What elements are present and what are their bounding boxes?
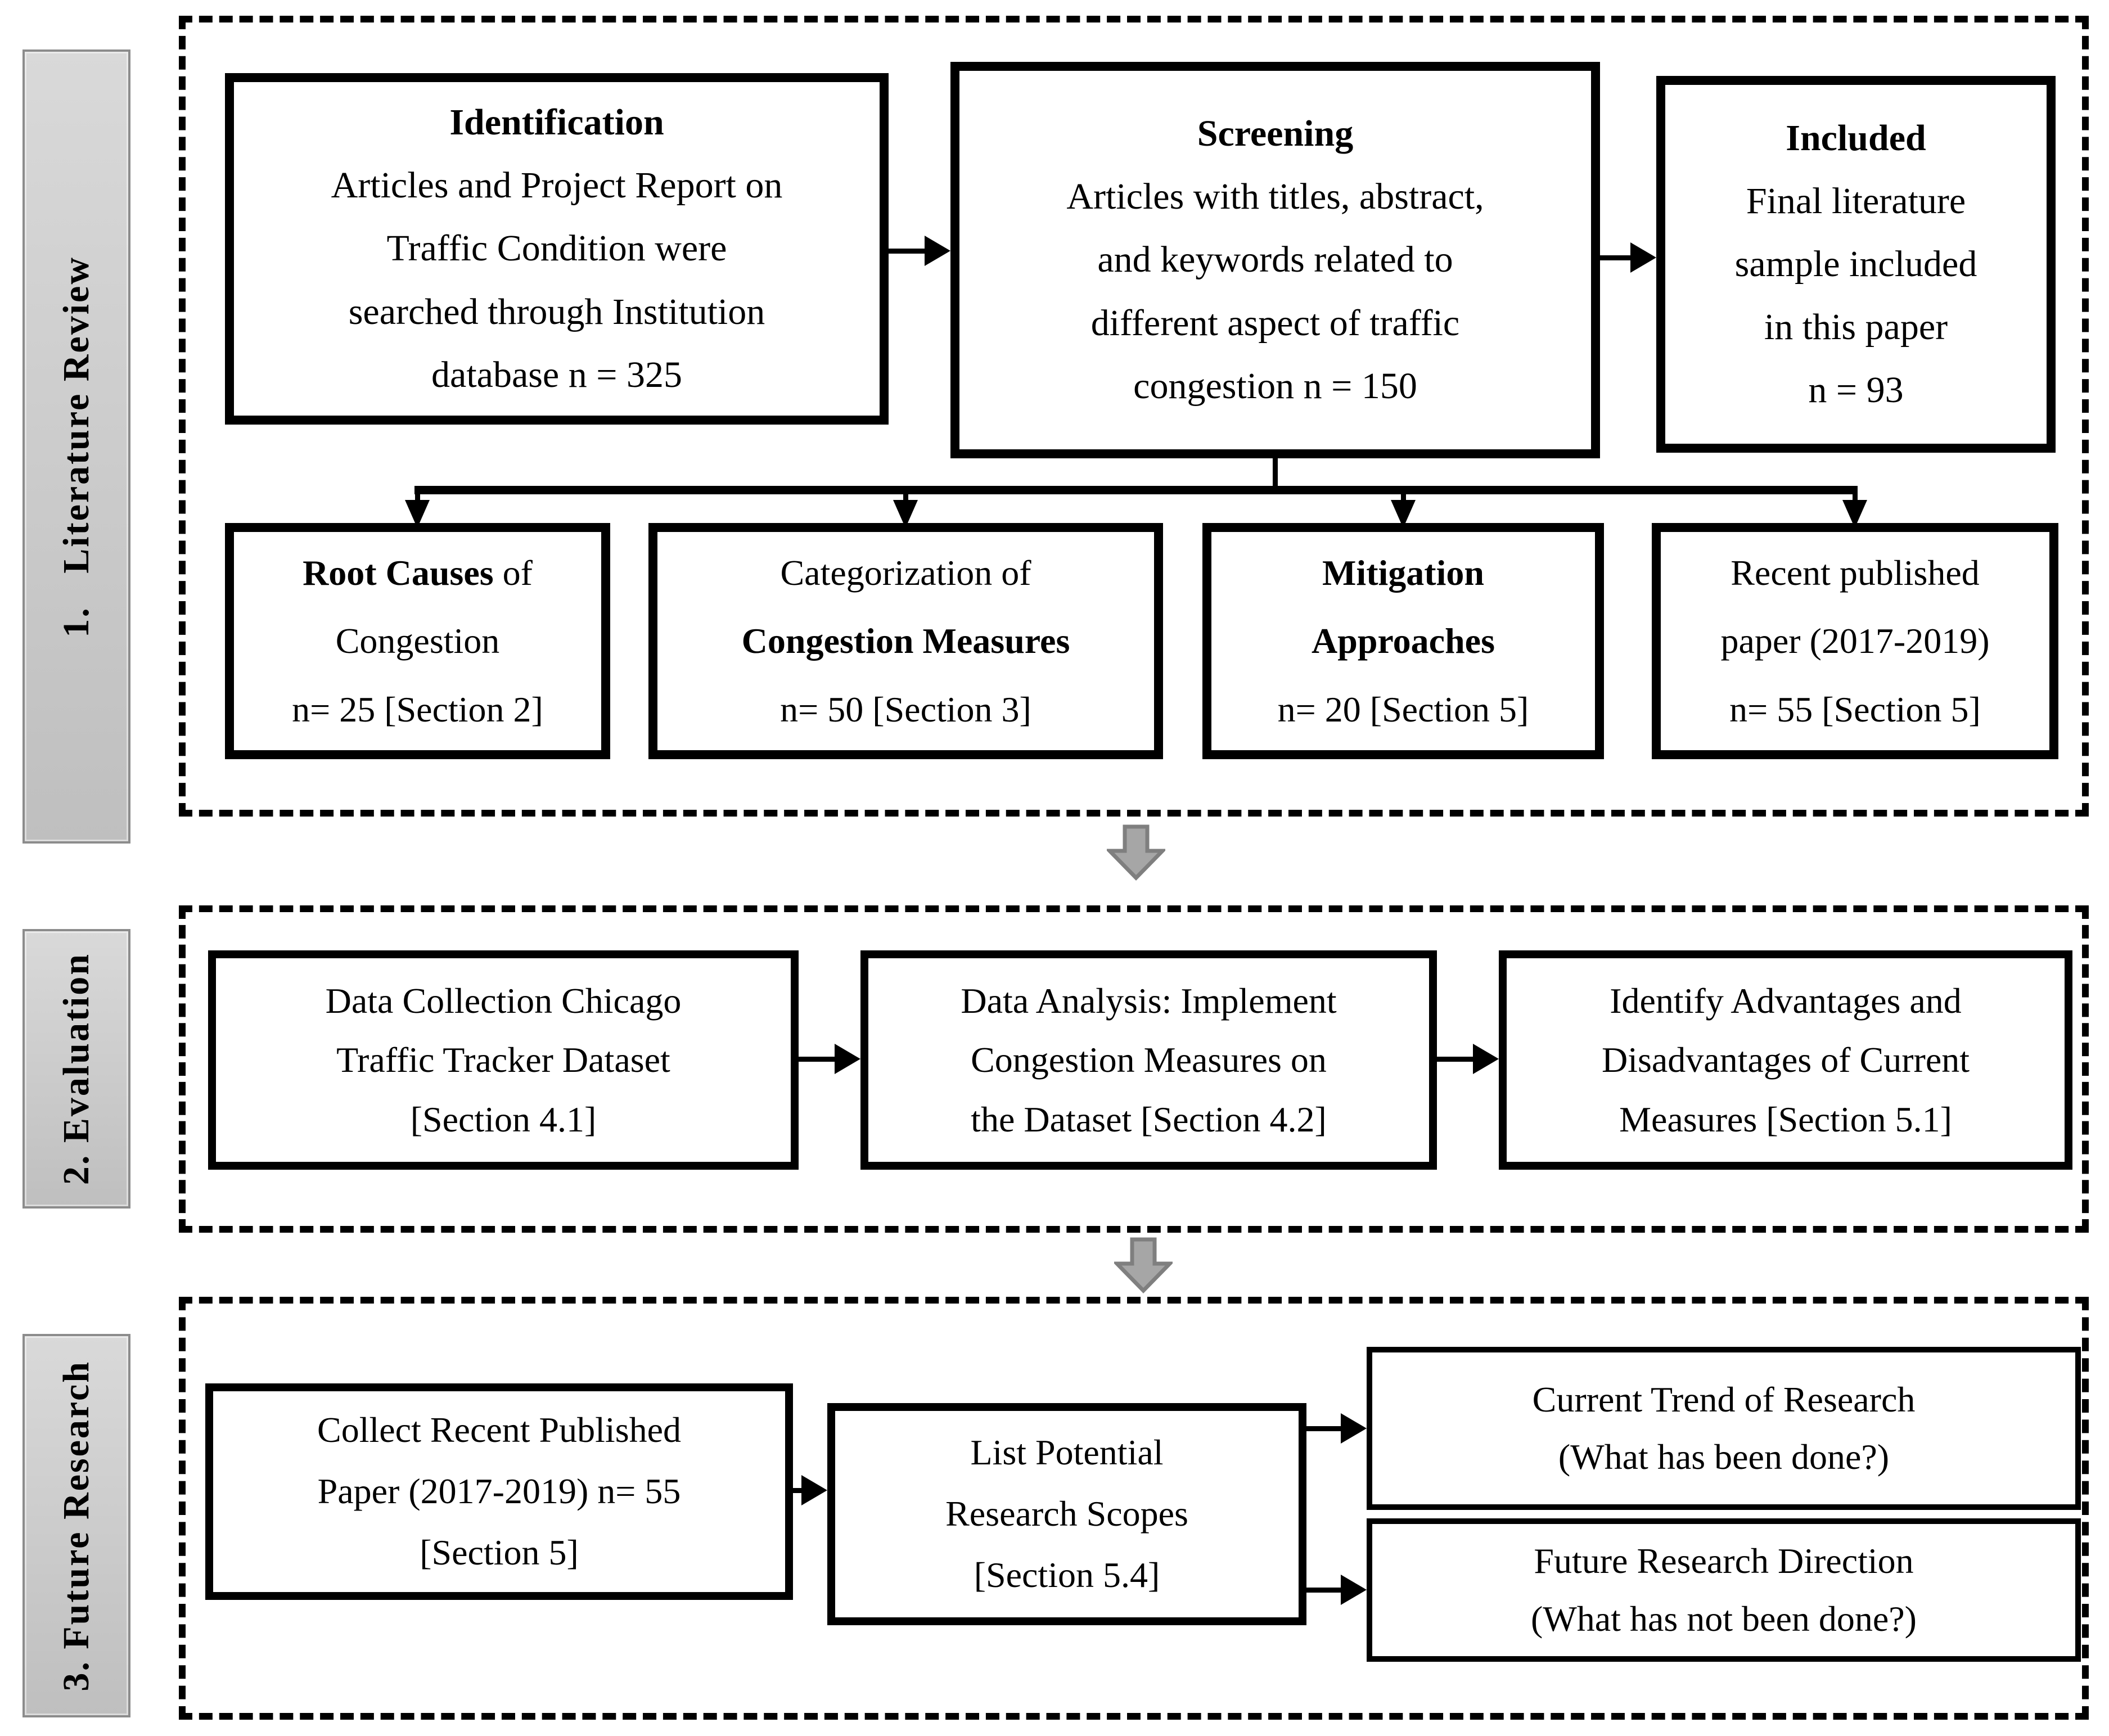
box-text-line: Congestion xyxy=(335,621,500,661)
box-current-trend: Current Trend of Research (What has been … xyxy=(1367,1347,2081,1510)
box-text-line: n= 50 [Section 3] xyxy=(780,689,1031,729)
branch-drop-line xyxy=(1401,493,1406,502)
box-text-line: (What has been done?) xyxy=(1558,1437,1890,1477)
box-text-line: Congestion Measures on xyxy=(971,1040,1327,1080)
box-text-line: Categorization of xyxy=(780,552,1031,593)
box-future-direction: Future Research Direction (What has not b… xyxy=(1367,1518,2081,1662)
arrow-right-icon xyxy=(835,1044,860,1074)
box-text-line: Identify Advantages and xyxy=(1610,980,1962,1021)
box-text-line: Data Analysis: Implement xyxy=(961,980,1337,1021)
section-label-literature-review: 1. Literature Review xyxy=(56,255,97,638)
section-tab-literature-review: 1. Literature Review xyxy=(22,49,130,844)
box-text-line: and keywords related to xyxy=(1097,239,1453,281)
box-text-line: Root Causes of xyxy=(303,552,533,593)
box-text-line: Paper (2017-2019) n= 55 xyxy=(317,1471,681,1512)
box-text-line: Research Scopes xyxy=(945,1494,1188,1534)
box-text-line: Articles with titles, abstract, xyxy=(1066,176,1484,218)
box-text-line: Traffic Condition were xyxy=(386,228,727,269)
box-text-line: Future Research Direction xyxy=(1534,1541,1914,1581)
box-text-line: [Section 4.1] xyxy=(410,1099,597,1139)
box-text-line: Final literature xyxy=(1746,180,1966,222)
box-text-line: different aspect of traffic xyxy=(1090,302,1460,344)
box-text-line: paper (2017-2019) xyxy=(1720,621,1990,661)
branch-drop-line xyxy=(415,493,420,502)
branch-stub-line xyxy=(1273,457,1278,490)
arrow-right-icon xyxy=(1630,242,1656,273)
section-tab-evaluation: 2. Evaluation xyxy=(22,929,130,1209)
box-text-line: n= 25 [Section 2] xyxy=(292,689,543,729)
box-text-line: n= 55 [Section 5] xyxy=(1729,689,1981,729)
connector-collection-analysis xyxy=(797,1057,837,1062)
arrow-right-icon xyxy=(1341,1575,1367,1605)
box-text-line: Disadvantages of Current xyxy=(1601,1040,1970,1080)
box-categorization: Categorization of Congestion Measures n= 5… xyxy=(648,523,1163,759)
box-text-line: Current Trend of Research xyxy=(1532,1379,1916,1419)
section-flow-arrow-icon xyxy=(1114,1237,1173,1293)
section-frame-evaluation xyxy=(179,905,2089,1233)
branch-drop-line xyxy=(903,493,908,502)
box-text-line: Identification xyxy=(449,102,664,143)
arrow-right-icon xyxy=(925,236,950,266)
box-text-line: n = 93 xyxy=(1808,369,1904,411)
branch-horizontal-line xyxy=(414,486,1858,494)
arrow-right-icon xyxy=(1341,1413,1367,1444)
box-text-line: (What has not been done?) xyxy=(1531,1598,1917,1639)
box-text-line: searched through Institution xyxy=(348,291,765,332)
box-text-line: the Dataset [Section 4.2] xyxy=(971,1099,1327,1139)
connector-list-future-direction xyxy=(1305,1588,1343,1593)
box-text-line: Articles and Project Report on xyxy=(331,165,783,206)
box-text-line: Traffic Tracker Dataset xyxy=(336,1040,670,1080)
section-frame-future-research xyxy=(179,1297,2089,1720)
box-recent-published: Recent published paper (2017-2019) n= 55 [… xyxy=(1652,523,2058,759)
connector-collect-list xyxy=(791,1488,805,1493)
section-frame-literature-review xyxy=(179,16,2089,817)
arrow-right-icon xyxy=(1473,1044,1499,1074)
connector-list-current-trend xyxy=(1305,1426,1343,1431)
branch-drop-line xyxy=(1853,493,1858,502)
box-text-line: Congestion Measures xyxy=(741,621,1070,661)
section-label-future-research: 3. Future Research xyxy=(56,1360,97,1692)
box-text-line: [Section 5.4] xyxy=(974,1554,1160,1595)
box-text-line: Approaches xyxy=(1312,621,1495,661)
box-text-line: in this paper xyxy=(1764,306,1948,348)
box-text-line: Measures [Section 5.1] xyxy=(1619,1099,1952,1139)
connector-analysis-advantages xyxy=(1436,1057,1475,1062)
box-text-line: Mitigation xyxy=(1322,552,1484,593)
box-text-line: sample included xyxy=(1734,243,1977,285)
section-flow-arrow-icon xyxy=(1107,824,1165,881)
box-text-line: Collect Recent Published xyxy=(317,1410,681,1450)
connector-identification-screening xyxy=(887,249,927,254)
box-text-line: Screening xyxy=(1197,113,1354,155)
arrow-right-icon xyxy=(801,1475,827,1505)
box-text-line: Data Collection Chicago xyxy=(325,980,682,1021)
box-text-line: congestion n = 150 xyxy=(1133,365,1417,407)
connector-screening-included xyxy=(1599,255,1634,260)
box-text-line: List Potential xyxy=(970,1432,1164,1473)
section-tab-future-research: 3. Future Research xyxy=(22,1334,130,1717)
box-text-line: Included xyxy=(1786,117,1926,159)
section-label-evaluation: 2. Evaluation xyxy=(56,952,97,1185)
box-text-line: n= 20 [Section 5] xyxy=(1277,689,1529,729)
box-text-line: Recent published xyxy=(1731,552,1980,593)
box-text-line: [Section 5] xyxy=(420,1532,579,1572)
box-root-causes: Root Causes of Congestion n= 25 [Section 2… xyxy=(225,523,610,759)
box-text-line: database n = 325 xyxy=(431,354,682,395)
